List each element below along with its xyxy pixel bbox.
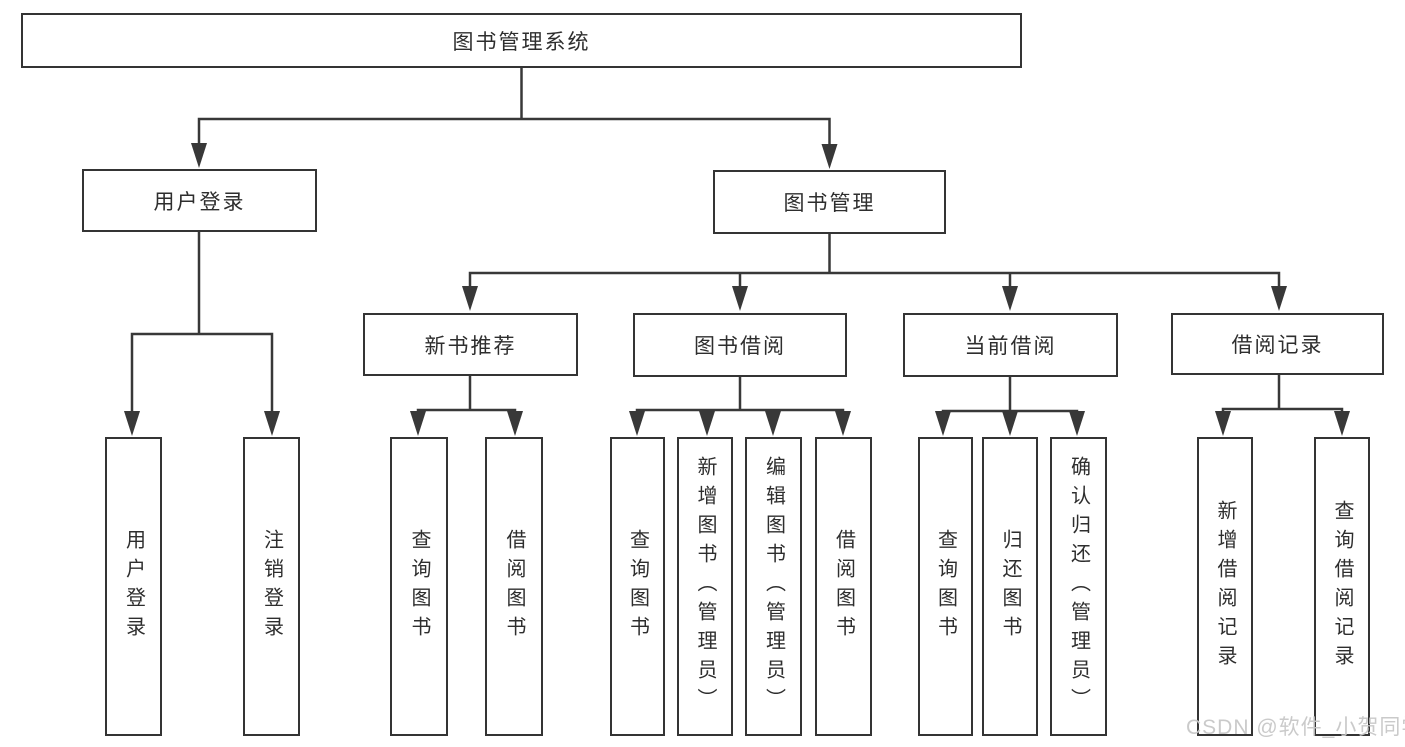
arrowhead-icon (629, 411, 645, 436)
node-label: 图书管理系统 (452, 30, 591, 54)
arrowhead-icon (835, 411, 851, 436)
arrowhead-icon (191, 143, 207, 168)
node-label: 新书推荐 (424, 334, 517, 358)
node-book-management: 图书管理 (713, 170, 946, 234)
node-label: 借阅图书 (503, 528, 525, 645)
arrowhead-icon (1271, 286, 1287, 311)
arrowhead-icon (264, 411, 280, 436)
leaf-user-login: 用户登录 (105, 437, 162, 736)
arrowhead-icon (821, 144, 838, 169)
node-label: 查询借阅记录 (1331, 499, 1353, 674)
node-book-borrow: 图书借阅 (633, 313, 847, 377)
leaf-query-borrow-record: 查询借阅记录 (1314, 437, 1370, 736)
arrowhead-icon (732, 286, 748, 311)
leaf-return-book: 归还图书 (982, 437, 1038, 736)
arrowhead-icon (410, 411, 426, 436)
node-label: 查询图书 (626, 528, 649, 645)
leaf-query-books-1: 查询图书 (390, 437, 448, 736)
node-label: 借阅图书 (832, 528, 855, 645)
node-label: 查询图书 (934, 528, 957, 645)
leaf-query-books-3: 查询图书 (918, 437, 973, 736)
arrowhead-icon (1069, 411, 1085, 436)
node-root: 图书管理系统 (21, 13, 1022, 68)
arrowhead-icon (462, 286, 478, 311)
node-label: 当前借阅 (964, 335, 1057, 358)
node-borrow-records: 借阅记录 (1171, 313, 1384, 375)
node-current-borrow: 当前借阅 (903, 313, 1118, 377)
leaf-borrow-books-1: 借阅图书 (485, 437, 543, 736)
leaf-confirm-return-admin: 确认归还（管理员） (1050, 437, 1107, 736)
arrowhead-icon (1002, 411, 1018, 436)
node-new-book-recommend: 新书推荐 (363, 313, 578, 376)
arrowhead-icon (1002, 286, 1018, 311)
arrowhead-icon (765, 411, 781, 436)
leaf-add-borrow-record: 新增借阅记录 (1197, 437, 1253, 736)
node-label: 新增借阅记录 (1214, 499, 1236, 674)
node-label: 用户登录 (153, 190, 246, 214)
arrowhead-icon (935, 411, 951, 436)
node-label: 编辑图书（管理员） (762, 456, 785, 717)
leaf-borrow-books-2: 借阅图书 (815, 437, 872, 736)
node-label: 查询图书 (408, 528, 430, 645)
arrowhead-icon (1215, 411, 1231, 436)
leaf-query-books-2: 查询图书 (610, 437, 665, 736)
leaf-edit-book-admin: 编辑图书（管理员） (745, 437, 802, 736)
node-label: 注销登录 (260, 528, 283, 645)
node-label: 图书管理 (783, 192, 876, 215)
leaf-add-book-admin: 新增图书（管理员） (677, 437, 733, 736)
node-label: 新增图书（管理员） (694, 456, 716, 717)
watermark: CSDN @软件_小贺同学 (1186, 716, 1405, 739)
node-user-login-group: 用户登录 (82, 169, 317, 232)
node-label: 归还图书 (999, 528, 1021, 645)
node-label: 图书借阅 (694, 335, 786, 358)
arrowhead-icon (1334, 411, 1350, 436)
leaf-logout: 注销登录 (243, 437, 300, 736)
arrowhead-icon (124, 411, 140, 436)
node-label: 借阅记录 (1231, 334, 1324, 357)
arrowhead-icon (699, 411, 715, 436)
node-label: 用户登录 (122, 528, 145, 645)
arrowhead-icon (507, 411, 523, 436)
node-label: 确认归还（管理员） (1067, 456, 1090, 717)
